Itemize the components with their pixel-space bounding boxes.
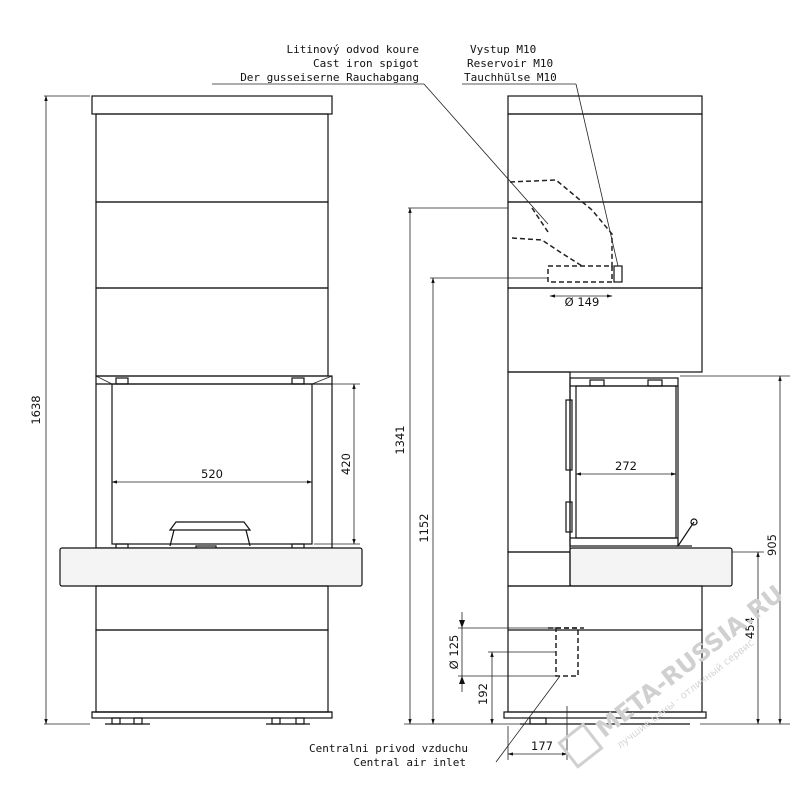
dim-side-depth: 272 [615, 459, 637, 473]
label-reservoir-cz: Vystup M10 [470, 43, 536, 56]
label-air-inlet-en: Central air inlet [353, 756, 466, 769]
watermark-logo-box [557, 722, 604, 769]
front-dimensions: 1638 520 420 [29, 95, 360, 725]
dim-air-diameter: Ø 125 [447, 635, 461, 670]
dim-air-height: 192 [476, 683, 490, 705]
label-air-inlet-cz: Centralni privod vzduchu [309, 742, 468, 755]
label-spigot-en: Cast iron spigot [313, 57, 419, 70]
dim-side-height: 905 [765, 534, 779, 556]
dim-axis-height: 1152 [417, 513, 431, 542]
dim-air-offset: 177 [531, 739, 553, 753]
watermark-brand: META-RUSSIA.RU [591, 580, 789, 744]
front-view [59, 95, 363, 725]
label-spigot-de: Der gusseiserne Rauchabgang [240, 71, 419, 84]
callout-reservoir: Vystup M10 Reservoir M10 Tauchhülse M10 [462, 43, 619, 267]
dim-spigot-height: 1341 [393, 425, 407, 454]
dim-total-height: 1638 [29, 395, 43, 424]
dim-base-height: 454 [743, 617, 757, 639]
dim-opening-height: 420 [339, 453, 353, 475]
dim-flue-diameter: Ø 149 [565, 295, 600, 309]
label-reservoir-en: Reservoir M10 [467, 57, 553, 70]
label-spigot-cz: Litinový odvod koure [287, 43, 419, 56]
side-dimensions: 1341 1152 Ø 149 272 905 454 Ø 125 192 [393, 207, 790, 760]
watermark: META-RUSSIA.RU лучшие цены · отличный се… [557, 580, 789, 769]
callout-air-inlet: Centralni privod vzduchu Central air inl… [309, 675, 561, 769]
dim-opening-width: 520 [201, 467, 223, 481]
label-reservoir-de: Tauchhülse M10 [464, 71, 557, 84]
callout-spigot: Litinový odvod koure Cast iron spigot De… [212, 43, 549, 225]
side-view [503, 95, 733, 725]
